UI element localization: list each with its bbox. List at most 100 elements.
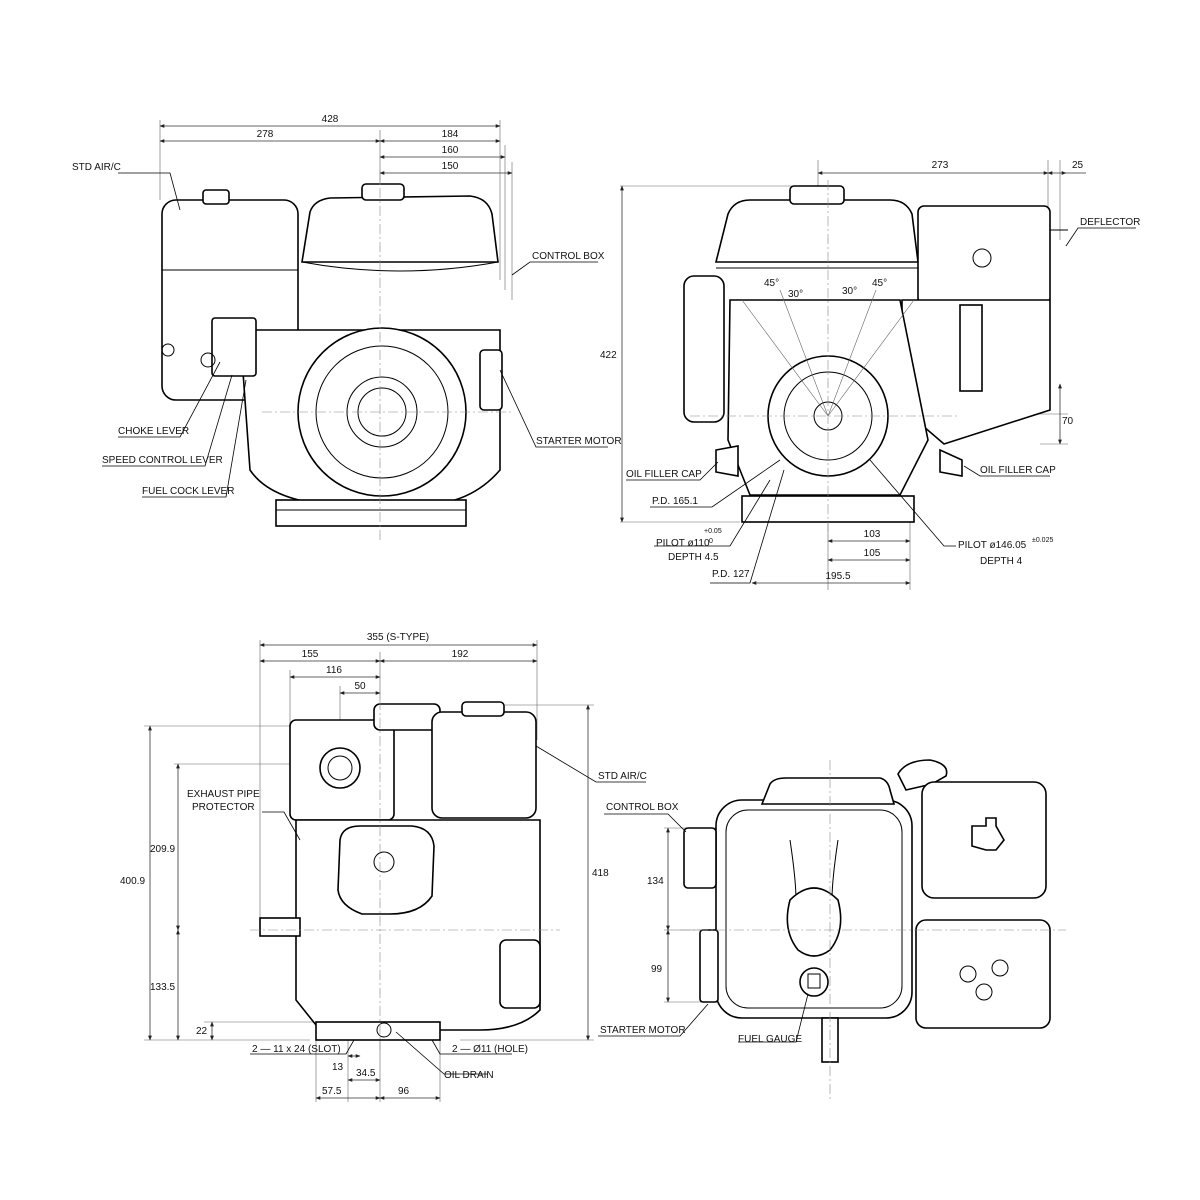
label-oil-filler-cap-right: OIL FILLER CAP [963,465,1056,477]
label-control-box-top: CONTROL BOX [511,251,605,276]
svg-text:STD AIR/C: STD AIR/C [598,771,647,782]
view-bottom-right: 134 99 [598,759,1066,1100]
dim-209-9: 209.9 [150,763,180,931]
label-deflector: DEFLECTOR [1065,217,1140,247]
label-pd-127: P.D. 127 [710,469,785,584]
svg-text:160: 160 [442,145,459,156]
label-starter-motor-bottom: STARTER MOTOR [598,1003,709,1037]
svg-text:155: 155 [302,649,319,660]
dim-50: 50 [339,681,381,695]
dim-400-9: 400.9 [120,725,152,1041]
dim-278: 278 [159,129,381,143]
svg-text:30°: 30° [842,286,857,297]
svg-text:116: 116 [326,665,342,676]
view-top-right: 273 25 422 70 103 105 195.5 [600,160,1140,590]
svg-text:30°: 30° [788,289,803,300]
svg-text:STD AIR/C: STD AIR/C [72,162,121,173]
dim-160: 160 [379,145,506,159]
svg-text:192: 192 [452,649,469,660]
svg-text:DEPTH 4.5: DEPTH 4.5 [668,552,719,563]
label-fuel-cock-lever: FUEL COCK LEVER [142,379,247,498]
svg-text:278: 278 [257,129,274,140]
label-std-air-c-bottom: STD AIR/C [535,745,647,783]
svg-text:OIL FILLER CAP: OIL FILLER CAP [626,469,702,480]
svg-text:FUEL COCK LEVER: FUEL COCK LEVER [142,486,234,497]
label-exhaust-pipe-protector: EXHAUST PIPE PROTECTOR [187,789,301,841]
dim-422: 422 [600,185,624,523]
label-oil-filler-cap-left: OIL FILLER CAP [626,461,719,481]
svg-text:133.5: 133.5 [150,982,175,993]
view-top-left: 428 278 184 160 150 [72,114,622,540]
svg-text:105: 105 [864,548,881,559]
dim-150: 150 [379,161,513,175]
dim-103: 103 [827,529,911,543]
dim-99: 99 [651,929,670,1003]
label-slot: 2 — 11 x 24 (SLOT) [250,1039,355,1055]
svg-text:103: 103 [864,529,881,540]
label-oil-drain: OIL DRAIN [395,1031,494,1081]
svg-text:FUEL GAUGE: FUEL GAUGE [738,1034,802,1045]
svg-text:209.9: 209.9 [150,844,175,855]
label-pilot-146: PILOT ø146.05 ±0.025 DEPTH 4 [869,459,1053,567]
svg-text:13: 13 [332,1062,344,1073]
dim-13: 13 [332,1054,361,1073]
dim-25: 25 [1047,160,1086,175]
svg-text:±0.025: ±0.025 [1032,537,1053,544]
dim-57-5: 57.5 [315,1086,381,1100]
angles: 45° 30° 30° 45° [764,278,887,300]
svg-text:50: 50 [354,681,366,692]
engine-rear-view [250,700,560,1050]
svg-text:99: 99 [651,964,663,975]
svg-text:0: 0 [709,538,713,545]
svg-text:34.5: 34.5 [356,1068,376,1079]
engine-front-view [683,180,1068,540]
svg-text:OIL FILLER CAP: OIL FILLER CAP [980,465,1056,476]
svg-text:CONTROL BOX: CONTROL BOX [606,802,679,813]
dim-355-s-type: 355 (S-TYPE) [259,632,538,647]
dim-134: 134 [647,827,670,931]
svg-text:25: 25 [1072,160,1084,171]
label-choke-lever: CHOKE LEVER [118,361,221,438]
svg-text:P.D. 165.1: P.D. 165.1 [652,496,698,507]
dim-70: 70 [1058,383,1074,445]
label-speed-control-lever: SPEED CONTROL LEVER [102,374,233,467]
dim-428: 428 [159,114,501,128]
dim-22: 22 [196,1021,214,1041]
label-hole: 2 — Ø11 (HOLE) [431,1039,528,1055]
engine-side-view [161,170,512,540]
svg-text:422: 422 [600,350,617,361]
svg-text:EXHAUST PIPE: EXHAUST PIPE [187,789,260,800]
label-control-box-bottom: CONTROL BOX [604,802,687,833]
svg-text:150: 150 [442,161,459,172]
svg-text:SPEED CONTROL LEVER: SPEED CONTROL LEVER [102,455,223,466]
dim-34-5: 34.5 [347,1068,381,1082]
svg-text:PROTECTOR: PROTECTOR [192,802,255,813]
svg-text:DEPTH 4: DEPTH 4 [980,556,1023,567]
dim-96: 96 [379,1086,441,1100]
svg-text:355 (S-TYPE): 355 (S-TYPE) [367,632,429,643]
svg-text:400.9: 400.9 [120,876,145,887]
svg-text:134: 134 [647,876,664,887]
label-pilot-110: PILOT ø110 +0.05 0 DEPTH 4.5 [654,479,771,563]
svg-text:P.D. 127: P.D. 127 [712,569,750,580]
dim-116: 116 [289,665,381,679]
svg-text:DEFLECTOR: DEFLECTOR [1080,217,1140,228]
dim-105: 105 [827,548,911,562]
svg-text:70: 70 [1062,416,1074,427]
view-bottom-left: 355 (S-TYPE) 155 192 116 50 400.9 209.9 [120,632,647,1102]
svg-text:184: 184 [442,129,459,140]
svg-text:57.5: 57.5 [322,1086,342,1097]
svg-text:273: 273 [932,160,949,171]
label-std-air-c-top: STD AIR/C [72,162,181,211]
svg-text:96: 96 [398,1086,410,1097]
engine-top-view [680,759,1066,1100]
svg-text:45°: 45° [872,278,887,289]
svg-text:22: 22 [196,1026,208,1037]
svg-text:2 — Ø11 (HOLE): 2 — Ø11 (HOLE) [452,1044,528,1055]
svg-text:418: 418 [592,868,609,879]
svg-text:PILOT ø146.05: PILOT ø146.05 [958,540,1027,551]
svg-text:STARTER MOTOR: STARTER MOTOR [600,1025,686,1036]
dim-133-5: 133.5 [150,929,180,1041]
dim-155: 155 [259,649,381,663]
svg-text:PILOT ø110: PILOT ø110 [656,538,710,549]
